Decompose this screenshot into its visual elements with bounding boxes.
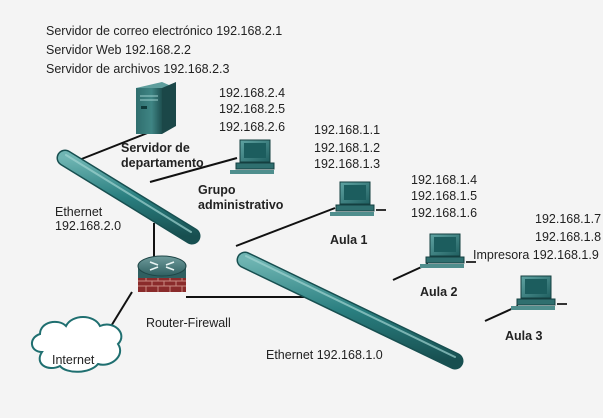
internet-label: Internet (52, 353, 95, 367)
admin-ip-2: 192.168.2.5 (219, 102, 285, 116)
admin-ip-3: 192.168.2.6 (219, 120, 285, 134)
admin-group-label-line2: administrativo (198, 198, 284, 212)
web-server-label: Servidor Web 192.168.2.2 (46, 43, 191, 57)
mail-server-label: Servidor de correo electrónico 192.168.2… (46, 24, 282, 38)
link-server-ethernet2 (78, 131, 151, 161)
ethernet-2-cable (56, 149, 201, 245)
ethernet1-label: Ethernet 192.168.1.0 (266, 348, 383, 362)
aula1-label: Aula 1 (330, 233, 368, 247)
aula2-ip-2: 192.168.1.5 (411, 189, 477, 203)
router-firewall-label: Router-Firewall (146, 316, 231, 330)
department-server-label-line2: departamento (121, 156, 204, 170)
ethernet2-address: 192.168.2.0 (55, 219, 121, 233)
ethernet2-label: Ethernet (55, 205, 103, 219)
aula2-label: Aula 2 (420, 285, 458, 299)
department-server-label-line1: Servidor de (121, 141, 190, 155)
aula1-ip-2: 192.168.1.2 (314, 141, 380, 155)
aula1-ip-1: 192.168.1.1 (314, 123, 380, 137)
router-firewall-icon (137, 255, 187, 292)
admin-computer-icon (230, 139, 275, 174)
link-aula1-ethernet1 (235, 207, 336, 247)
internet-cloud-icon (31, 316, 123, 373)
aula3-ip-2: 192.168.1.8 (535, 230, 601, 244)
aula2-computer-icon (420, 233, 476, 268)
ethernet-1-cable (236, 251, 464, 370)
aula3-computer-icon (511, 275, 567, 310)
server-icon (136, 82, 176, 134)
aula1-computer-icon (330, 181, 386, 216)
admin-ip-1: 192.168.2.4 (219, 86, 285, 100)
aula2-ip-3: 192.168.1.6 (411, 206, 477, 220)
aula2-ip-1: 192.168.1.4 (411, 173, 477, 187)
aula3-ip-1: 192.168.1.7 (535, 212, 601, 226)
printer-label: Impresora 192.168.1.9 (473, 248, 599, 262)
aula1-ip-3: 192.168.1.3 (314, 157, 380, 171)
aula3-label: Aula 3 (505, 329, 543, 343)
link-admin-ethernet2 (149, 157, 238, 183)
admin-group-label-line1: Grupo (198, 183, 236, 197)
file-server-label: Servidor de archivos 192.168.2.3 (46, 62, 229, 76)
